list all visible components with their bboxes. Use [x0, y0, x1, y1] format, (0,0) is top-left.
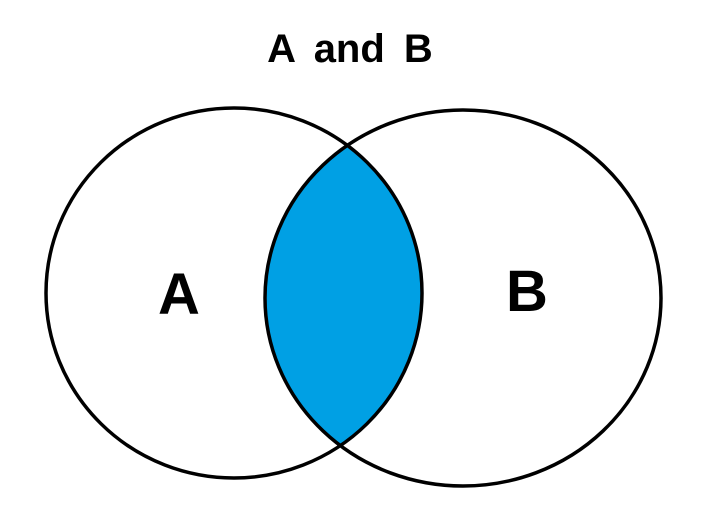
set-b-label: B	[506, 259, 548, 324]
circle-a	[44, 106, 424, 480]
diagram-title: A and B	[267, 27, 433, 71]
intersection-region	[265, 110, 422, 478]
circle-b	[263, 108, 663, 488]
set-a-label: A	[158, 262, 200, 327]
